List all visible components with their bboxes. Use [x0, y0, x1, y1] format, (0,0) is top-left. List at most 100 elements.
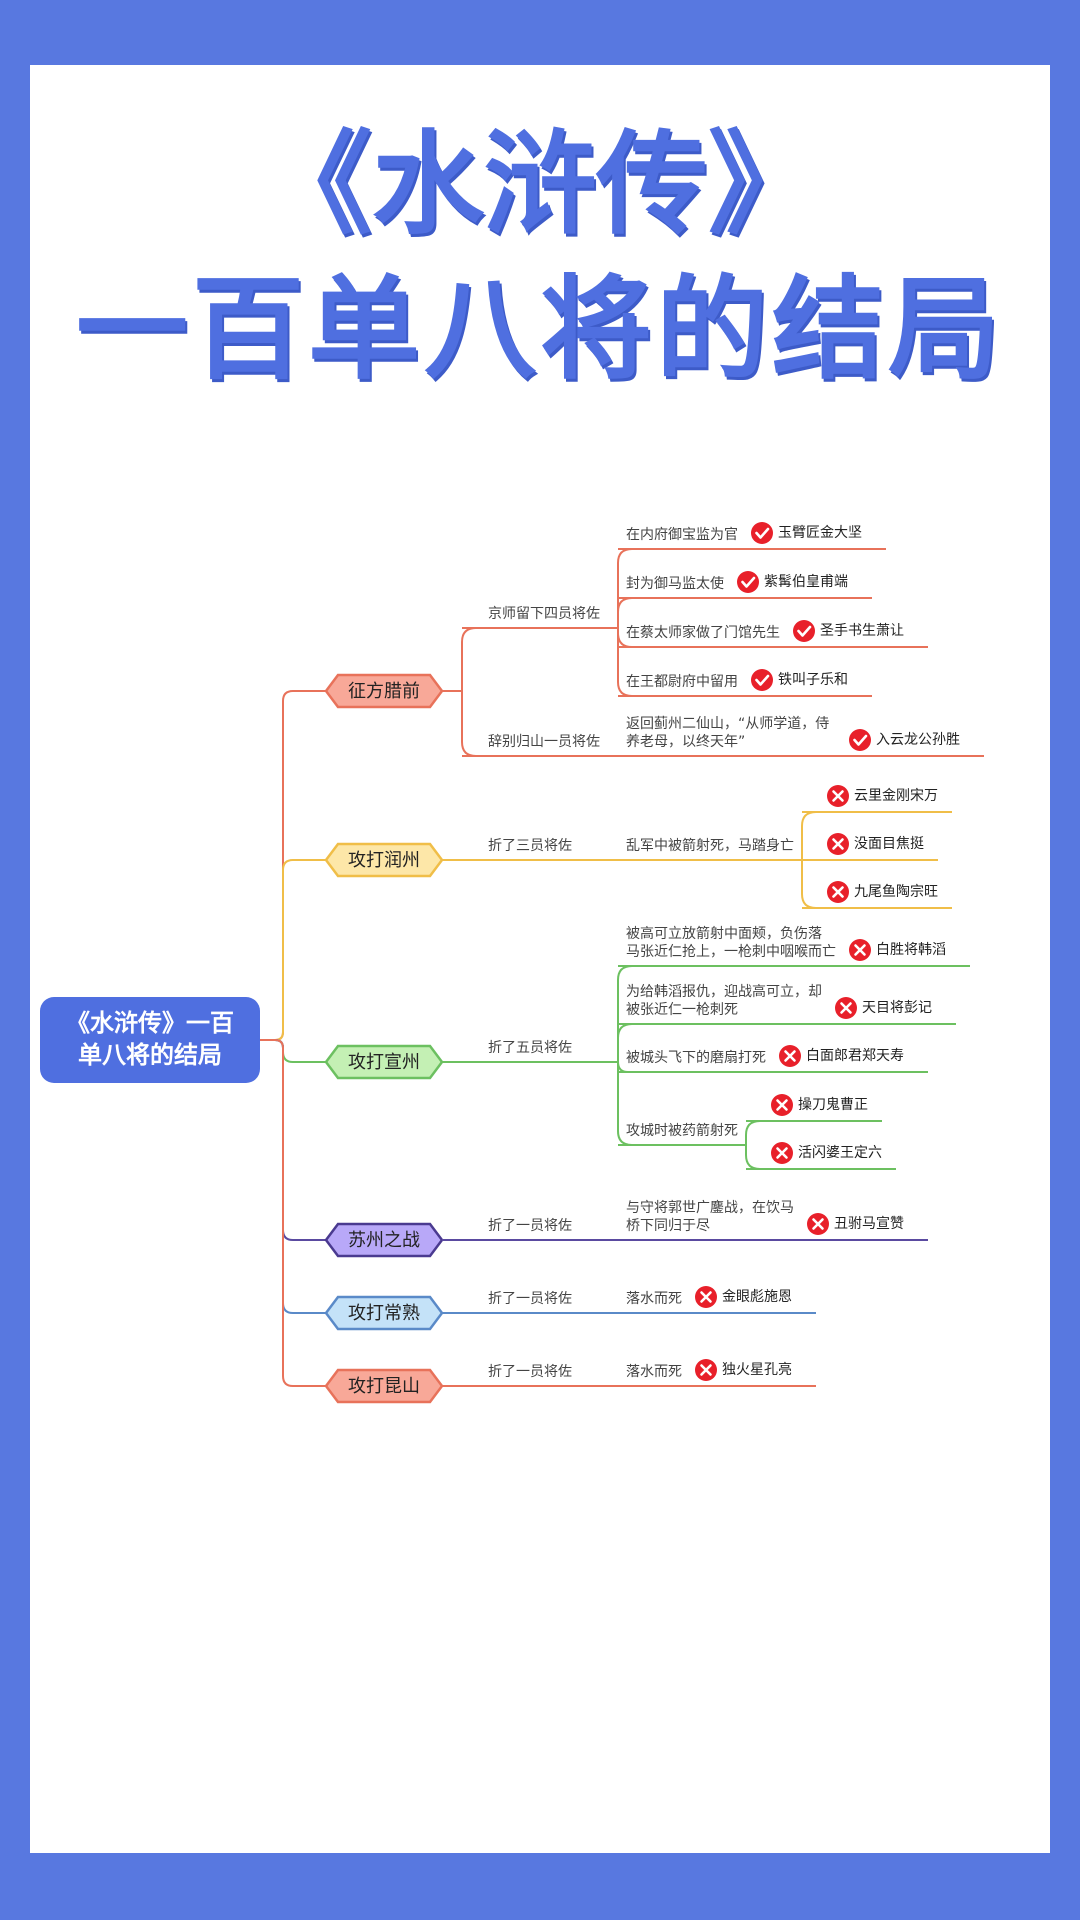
item-desc: 被城头飞下的磨扇打死: [626, 1049, 766, 1066]
branch-label: 征方腊前: [348, 681, 420, 702]
connector: [745, 1120, 761, 1145]
item-desc: 在蔡太师家做了门馆先生: [626, 624, 780, 641]
x-circle-icon: [771, 1094, 793, 1116]
item-desc: 桥下同归于尽: [626, 1217, 710, 1234]
person: 天目将彭记: [835, 997, 932, 1019]
x-circle-icon: [827, 785, 849, 807]
branch-label: 攻打常熟: [348, 1303, 420, 1324]
item-desc: 落水而死: [626, 1364, 682, 1380]
group: 折了一员将佐与守将郭世广鏖战，在饮马桥下同归于尽丑驸马宣赞: [442, 1199, 928, 1241]
x-circle-icon: [849, 939, 871, 961]
item-desc: 在内府御宝监为官: [626, 527, 738, 543]
group-label: 折了五员将佐: [488, 1040, 572, 1056]
item: 落水而死 金眼彪施恩: [618, 1286, 816, 1314]
person-name: 铁叫子乐和: [778, 672, 848, 688]
x-circle-icon: [779, 1045, 801, 1067]
connector: [617, 597, 633, 628]
person-name: 丑驸马宣赞: [834, 1216, 904, 1232]
item-desc: 落水而死: [626, 1291, 682, 1307]
person: 白胜将韩滔: [849, 939, 946, 961]
x-circle-icon: [771, 1142, 793, 1164]
person: 玉臂匠金大坚: [751, 522, 862, 544]
person-name: 独火星孔亮: [722, 1361, 792, 1378]
x-circle-icon: [827, 881, 849, 903]
group-label: 折了一员将佐: [488, 1364, 572, 1380]
connector: [745, 1145, 761, 1170]
item: 在王都尉府中留用 铁叫子乐和: [617, 628, 872, 697]
person: 白面郎君郑天寿: [779, 1045, 904, 1067]
item-desc: 乱军中被箭射死，马踏身亡: [626, 837, 794, 854]
item: 封为御马监太使 紫髯伯皇甫端: [617, 571, 872, 628]
connector: [461, 691, 477, 757]
person-name: 操刀鬼曹正: [798, 1097, 868, 1113]
person: 入云龙公孙胜: [849, 729, 960, 751]
person-name: 金眼彪施恩: [722, 1289, 792, 1305]
branch-label: 攻打昆山: [348, 1376, 420, 1397]
person-name: 玉臂匠金大坚: [778, 525, 862, 541]
item-desc: 封为御马监太使: [626, 575, 724, 592]
group: 折了一员将佐 落水而死 独火星孔亮: [442, 1359, 816, 1387]
person: 金眼彪施恩: [695, 1286, 792, 1308]
person: 云里金刚宋万: [801, 785, 952, 860]
person-name: 紫髯伯皇甫端: [764, 574, 848, 590]
person-name: 入云龙公孙胜: [876, 732, 960, 748]
branch-suzhou: 苏州之战折了一员将佐与守将郭世广鏖战，在饮马桥下同归于尽丑驸马宣赞: [260, 1039, 928, 1258]
root-label: 《水浒传》一百: [66, 1009, 234, 1037]
group-label: 折了一员将佐: [488, 1291, 572, 1307]
branch-label: 攻打宣州: [348, 1052, 420, 1073]
person: 九尾鱼陶宗旺: [801, 860, 952, 909]
item: 为给韩滔报仇，迎战高可立，却被张近仁一枪刺死天目将彭记: [617, 983, 956, 1062]
check-circle-icon: [737, 571, 759, 593]
group-label: 京师留下四员将佐: [488, 606, 600, 622]
item-desc: 马张近仁抢上，一枪刺中咽喉而亡: [626, 943, 836, 960]
person: 丑驸马宣赞: [807, 1213, 904, 1235]
check-circle-icon: [849, 729, 871, 751]
person-name: 云里金刚宋万: [854, 788, 938, 804]
item: 在内府御宝监为官 玉臂匠金大坚: [617, 522, 886, 628]
root-box: [40, 997, 260, 1083]
person-name: 圣手书生萧让: [820, 623, 904, 639]
person: 没面目焦挺: [802, 833, 938, 861]
branch-zhengfang: 征方腊前京师留下四员将佐在内府御宝监为官玉臂匠金大坚封为御马监太使紫髯伯皇甫端在…: [260, 522, 984, 1041]
root-label: 单八将的结局: [78, 1041, 222, 1069]
group-label: 折了三员将佐: [488, 838, 572, 854]
check-circle-icon: [751, 669, 773, 691]
person: 铁叫子乐和: [751, 669, 848, 691]
item-desc: 被张近仁一枪刺死: [626, 1001, 738, 1018]
x-circle-icon: [835, 997, 857, 1019]
branch-label: 苏州之战: [348, 1230, 420, 1251]
person-name: 白胜将韩滔: [876, 942, 946, 958]
x-circle-icon: [827, 833, 849, 855]
poster-card: 《水浒传》 一百单八将的结局: [30, 65, 1050, 1853]
check-circle-icon: [793, 620, 815, 642]
item-desc: 与守将郭世广鏖战，在饮马: [626, 1199, 794, 1216]
connector: [260, 690, 326, 1041]
item: 被城头飞下的磨扇打死白面郎君郑天寿: [617, 1045, 928, 1073]
connector: [801, 811, 817, 860]
x-circle-icon: [695, 1286, 717, 1308]
x-circle-icon: [695, 1359, 717, 1381]
x-circle-icon: [807, 1213, 829, 1235]
item-desc: 被高可立放箭射中面颊，负伤落: [626, 925, 822, 942]
item: 落水而死 独火星孔亮: [618, 1359, 816, 1387]
person: 独火星孔亮: [695, 1359, 792, 1381]
connector: [260, 1039, 326, 1063]
check-circle-icon: [751, 522, 773, 544]
item-desc: 在王都尉府中留用: [626, 674, 738, 690]
title-line-1: 《水浒传》: [260, 120, 820, 250]
branch-label: 攻打润州: [348, 850, 420, 871]
group: 折了一员将佐 落水而死 金眼彪施恩: [442, 1286, 816, 1314]
group-label: 辞别归山一员将佐: [488, 733, 600, 750]
person-name: 活闪婆王定六: [798, 1145, 882, 1161]
person: 活闪婆王定六: [745, 1142, 896, 1170]
connector: [260, 1039, 326, 1387]
